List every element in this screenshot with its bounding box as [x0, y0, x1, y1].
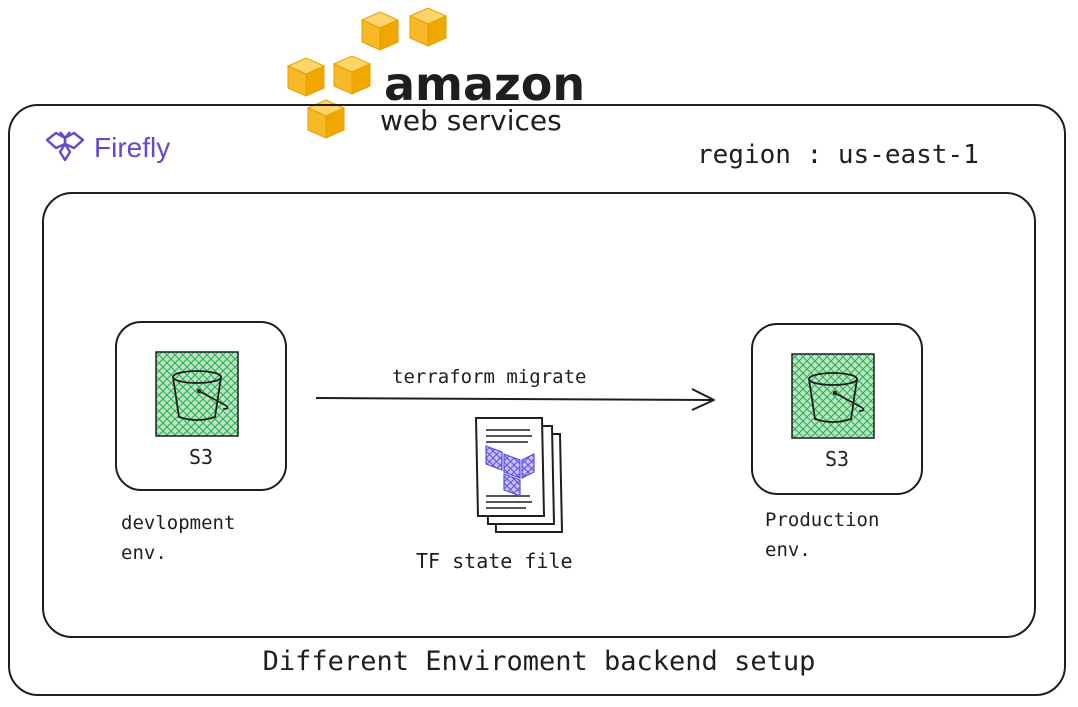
- tf-state-file-icon: [474, 417, 564, 533]
- migration-arrow: [315, 388, 715, 411]
- diagram-caption: Different Enviroment backend setup: [262, 646, 816, 677]
- s3-bucket-icon: [155, 351, 239, 437]
- firefly-wordmark: Firefly: [94, 132, 171, 163]
- prod-env-line1: Production: [765, 509, 880, 531]
- aws-wordmark-amazon: amazon: [384, 57, 585, 111]
- dev-s3-label: S3: [188, 445, 214, 469]
- aws-logo: amazon web services: [287, 8, 585, 139]
- dev-env-line1: devlopment: [121, 512, 236, 534]
- firefly-icon: [45, 131, 85, 162]
- migration-label: terraform migrate: [392, 366, 587, 388]
- prod-s3-label: S3: [824, 447, 850, 471]
- prod-env-line2: env.: [765, 539, 811, 561]
- environment-container: [42, 192, 1036, 638]
- prod-env-label: Production env.: [765, 505, 879, 565]
- aws-wordmark-services: web services: [380, 104, 562, 137]
- tf-state-file-label: TF state file: [416, 549, 573, 573]
- dev-s3-box: S3: [115, 321, 287, 491]
- prod-s3-box: S3: [751, 323, 923, 495]
- s3-bucket-icon: [791, 353, 875, 439]
- terraform-icon: [485, 445, 535, 497]
- firefly-logo: Firefly: [44, 126, 224, 170]
- dev-env-line2: env.: [121, 542, 167, 564]
- region-label: region : us-east-1: [697, 140, 979, 170]
- outer-boundary: [8, 104, 1066, 696]
- dev-env-label: devlopment env.: [121, 508, 235, 568]
